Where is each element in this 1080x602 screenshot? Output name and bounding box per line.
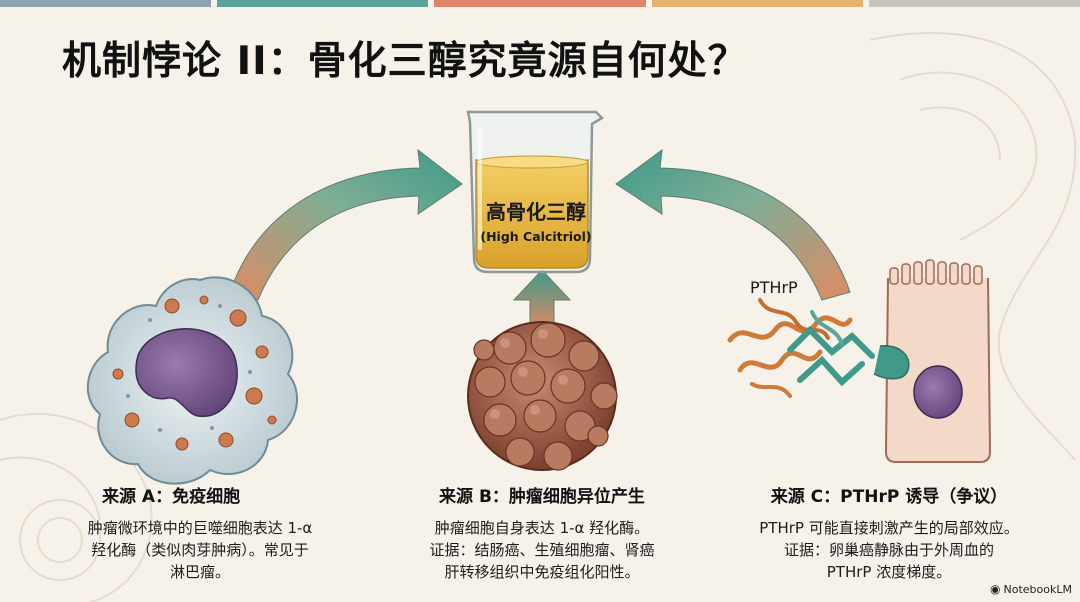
source-a-line: 淋巴瘤。 [169, 563, 230, 581]
arrow-from-immune-cell [229, 148, 463, 301]
page-title: 机制悖论 II：骨化三醇究竟源自何处？ [62, 39, 748, 84]
beaker-label: 高骨化三醇 (High Calcitriol) [466, 196, 606, 244]
color-bar-segment [217, 0, 429, 7]
source-a-title: 来源 A：免疫细胞 [102, 487, 241, 507]
epithelial-cell-icon [873, 259, 992, 463]
source-a-block: 来源 A：免疫细胞 肿瘤微环境中的巨噬细胞表达 1-α 羟化酶（类似肉芽肿病）。… [40, 482, 360, 583]
beaker-label-en: (High Calcitriol) [480, 229, 592, 244]
pthrp-protein-icon [727, 298, 875, 398]
source-c-line: PTHrP 浓度梯度。 [826, 563, 952, 581]
color-bar-segment [434, 0, 646, 7]
notebooklm-watermark: ◉ NotebookLM [990, 582, 1072, 596]
source-c-block: 来源 C：PTHrP 诱导（争议） PTHrP 可能直接刺激产生的局部效应。 证… [724, 482, 1054, 583]
notebooklm-logo-icon: ◉ [990, 582, 1001, 596]
color-bar-segment [868, 0, 1080, 7]
source-c-line: 证据：卵巢癌静脉由于外周血的 [783, 541, 994, 559]
top-color-bar [0, 0, 1080, 7]
color-bar-segment [0, 0, 212, 7]
color-bar-segment [651, 0, 863, 7]
pthrp-label: PTHrP [750, 278, 798, 297]
source-c-line: PTHrP 可能直接刺激产生的局部效应。 [759, 519, 1019, 537]
tumor-mass-icon [467, 321, 618, 471]
macrophage-cell-icon [86, 276, 298, 485]
source-b-title: 来源 B：肿瘤细胞异位产生 [439, 487, 645, 507]
source-a-line: 肿瘤微环境中的巨噬细胞表达 1-α [87, 519, 313, 537]
beaker-icon [466, 110, 605, 274]
source-a-line: 羟化酶（类似肉芽肿病）。常见于 [91, 541, 309, 559]
source-b-line: 肝转移组织中免疫组化阳性。 [444, 563, 640, 581]
source-b-line: 证据：结肠癌、生殖细胞瘤、肾癌 [429, 541, 655, 559]
watermark-text: NotebookLM [1003, 582, 1072, 596]
arrow-from-pthrp-cell [615, 148, 851, 301]
source-b-line: 肿瘤细胞自身表达 1-α 羟化酶。 [434, 519, 650, 537]
beaker-label-zh: 高骨化三醇 [486, 200, 586, 224]
source-b-block: 来源 B：肿瘤细胞异位产生 肿瘤细胞自身表达 1-α 羟化酶。 证据：结肠癌、生… [392, 482, 692, 583]
source-c-title: 来源 C：PTHrP 诱导（争议） [770, 487, 1008, 507]
